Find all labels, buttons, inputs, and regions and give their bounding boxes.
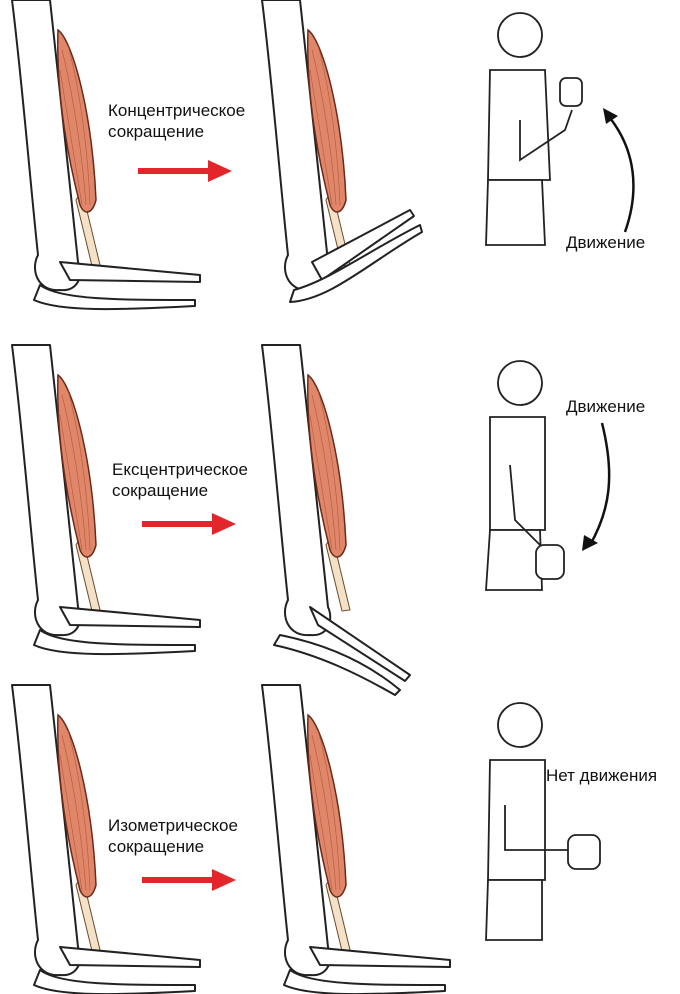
person-holding (485, 702, 601, 941)
movement-label: Нет движения (546, 766, 658, 785)
arrow-right-icon (142, 869, 236, 891)
row-eccentric (11, 344, 611, 696)
movement-label: Движение (566, 397, 646, 416)
label-line: Концентрическое (108, 101, 246, 120)
label-line: сокращение (108, 122, 205, 141)
row-concentric (11, 0, 635, 311)
movement-label: Движение (566, 233, 646, 252)
person-curling-up (485, 12, 583, 246)
contraction-label-isometric: Изометрическое сокращение (108, 815, 238, 857)
contraction-label-concentric: Концентрическое сокращение (108, 100, 245, 142)
arrow-right-icon (142, 513, 236, 535)
person-lowering (485, 360, 565, 591)
label-line: Изометрическое (108, 816, 238, 835)
arm-flexed (261, 0, 423, 303)
label-line: сокращение (108, 837, 205, 856)
arm-extending (261, 344, 411, 696)
row-isometric (11, 684, 601, 994)
curved-arrow-down-icon (588, 422, 611, 546)
curved-arrow-up-icon (609, 117, 635, 233)
arm-relaxed (11, 0, 201, 311)
arm-holding (261, 684, 451, 994)
contraction-label-eccentric: Ексцентрическое сокращение (112, 459, 248, 501)
label-line: сокращение (112, 481, 209, 500)
arrow-right-icon (138, 160, 232, 182)
label-line: Ексцентрическое (112, 460, 248, 479)
